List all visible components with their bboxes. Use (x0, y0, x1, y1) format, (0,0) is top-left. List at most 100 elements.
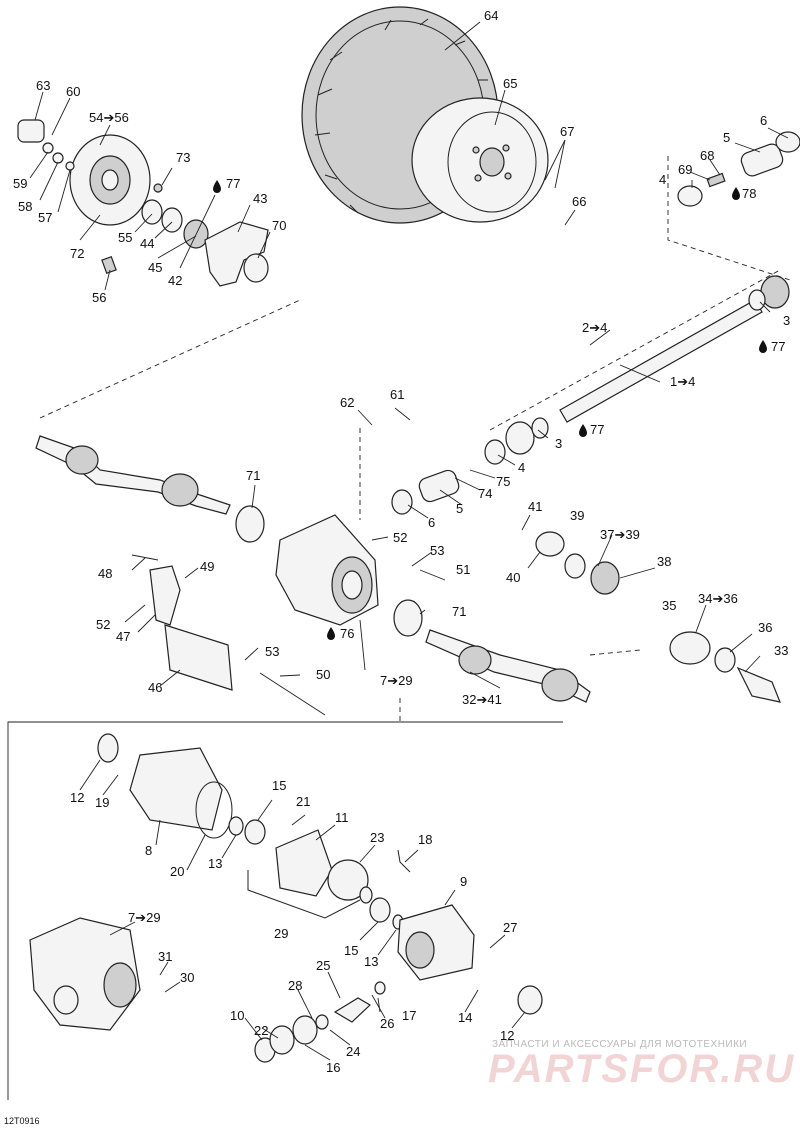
callout-41: 41 (528, 499, 542, 514)
seal-12-right[interactable] (517, 985, 543, 1015)
callout-4-upper: 4 (659, 172, 666, 187)
callout-76: 76 (340, 626, 354, 641)
callout-64: 64 (484, 8, 498, 23)
callout-52-upper: 52 (393, 530, 407, 545)
callout-63: 63 (36, 78, 50, 93)
differential-exploded (29, 733, 543, 1063)
callout-24: 24 (346, 1044, 360, 1059)
callout-15-lower: 15 (344, 943, 358, 958)
callout-3-upper: 3 (783, 313, 790, 328)
callout-50: 50 (316, 667, 330, 682)
right-axle (425, 531, 781, 703)
callout-48: 48 (98, 566, 112, 581)
callout-42: 42 (168, 273, 182, 288)
callout-70: 70 (272, 218, 286, 233)
bearing-15-left[interactable] (244, 819, 266, 845)
callout-40: 40 (506, 570, 520, 585)
callout-71-right: 71 (452, 604, 466, 619)
callout-54-56: 54➔56 (89, 110, 129, 125)
callout-14: 14 (458, 1010, 472, 1025)
driveshaft-1-4[interactable] (559, 299, 763, 423)
callout-11: 11 (335, 810, 349, 825)
callout-12-left: 12 (70, 790, 84, 805)
callout-58: 58 (18, 199, 32, 214)
callout-35: 35 (662, 598, 676, 613)
callout-45: 45 (148, 260, 162, 275)
callout-4-lower: 4 (518, 460, 525, 475)
callout-38: 38 (657, 554, 671, 569)
callout-52-lower: 52 (96, 617, 110, 632)
seal-70[interactable] (243, 253, 269, 283)
left-axle (35, 299, 301, 515)
bearing-15-right[interactable] (369, 897, 391, 923)
bracket-46[interactable] (164, 624, 233, 691)
boot-5-upper[interactable] (739, 142, 785, 178)
callout-13-left: 13 (208, 856, 222, 871)
callout-13-right: 13 (364, 954, 378, 969)
callout-9: 9 (460, 874, 467, 889)
differential-upper (131, 428, 446, 716)
callout-44: 44 (140, 236, 154, 251)
callout-77-hub: 77 (226, 176, 240, 191)
callout-33: 33 (774, 643, 788, 658)
bearing-63[interactable] (17, 119, 45, 143)
callout-78: 78 (742, 186, 756, 201)
bearing-16[interactable] (292, 1015, 318, 1045)
callout-labels: 64 6 5 63 60 54➔56 59 58 57 72 73 77 4 3 7… (13, 8, 790, 1075)
leader-lines (29, 21, 789, 1061)
callout-10: 10 (230, 1008, 244, 1023)
callout-22: 22 (254, 1023, 268, 1038)
callout-31: 31 (158, 949, 172, 964)
bearing-22[interactable] (269, 1025, 295, 1055)
ring-gear-23[interactable] (327, 859, 369, 901)
diff-case-11[interactable] (275, 829, 333, 897)
cover-8[interactable] (129, 747, 223, 831)
watermark-tagline: ЗАПЧАСТИ И АКСЕССУАРЫ ДЛЯ МОТОТЕХНИКИ (492, 1039, 747, 1050)
figure-code: 12T0916 (4, 1116, 40, 1126)
callout-59: 59 (13, 176, 27, 191)
callout-49: 49 (200, 559, 214, 574)
coupler-5-lower[interactable] (417, 468, 461, 504)
callout-29: 29 (274, 926, 288, 941)
callout-19: 19 (95, 795, 109, 810)
callout-75: 75 (496, 474, 510, 489)
callout-72: 72 (70, 246, 84, 261)
seal-71-left[interactable] (235, 505, 265, 543)
callout-51: 51 (456, 562, 470, 577)
driveshaft (391, 269, 790, 515)
callout-39: 39 (570, 508, 584, 523)
callout-77-lower: 77 (590, 422, 604, 437)
callout-53-upper: 53 (430, 543, 444, 558)
callout-73: 73 (176, 150, 190, 165)
callout-27: 27 (503, 920, 517, 935)
knuckle-43[interactable] (204, 221, 269, 287)
callout-55: 55 (118, 230, 132, 245)
callout-1-4: 1➔4 (670, 374, 695, 389)
callout-5-upper: 5 (723, 130, 730, 145)
seal-12-left[interactable] (97, 733, 119, 763)
callout-30: 30 (180, 970, 194, 985)
callout-56: 56 (92, 290, 106, 305)
callout-32-41: 32➔41 (462, 692, 502, 707)
watermark-logo: PARTSFOR.RU (488, 1047, 795, 1091)
callout-6-upper: 6 (760, 113, 767, 128)
tire-assembly (301, 6, 549, 224)
callout-46: 46 (148, 680, 162, 695)
seal-71-right[interactable] (393, 599, 423, 637)
callout-71-left: 71 (246, 468, 260, 483)
callout-26: 26 (380, 1016, 394, 1031)
callout-62: 62 (340, 395, 354, 410)
callout-53-lower: 53 (265, 644, 279, 659)
callout-77-shaft: 77 (771, 339, 785, 354)
callout-60: 60 (66, 84, 80, 99)
callout-23: 23 (370, 830, 384, 845)
callout-37-39: 37➔39 (600, 527, 640, 542)
callout-61: 61 (390, 387, 404, 402)
callout-57: 57 (38, 210, 52, 225)
drop-icon (213, 180, 767, 640)
callout-3-lower: 3 (555, 436, 562, 451)
callout-16: 16 (326, 1060, 340, 1075)
pinion-25[interactable] (333, 997, 371, 1023)
o-ring-20[interactable] (195, 781, 233, 839)
